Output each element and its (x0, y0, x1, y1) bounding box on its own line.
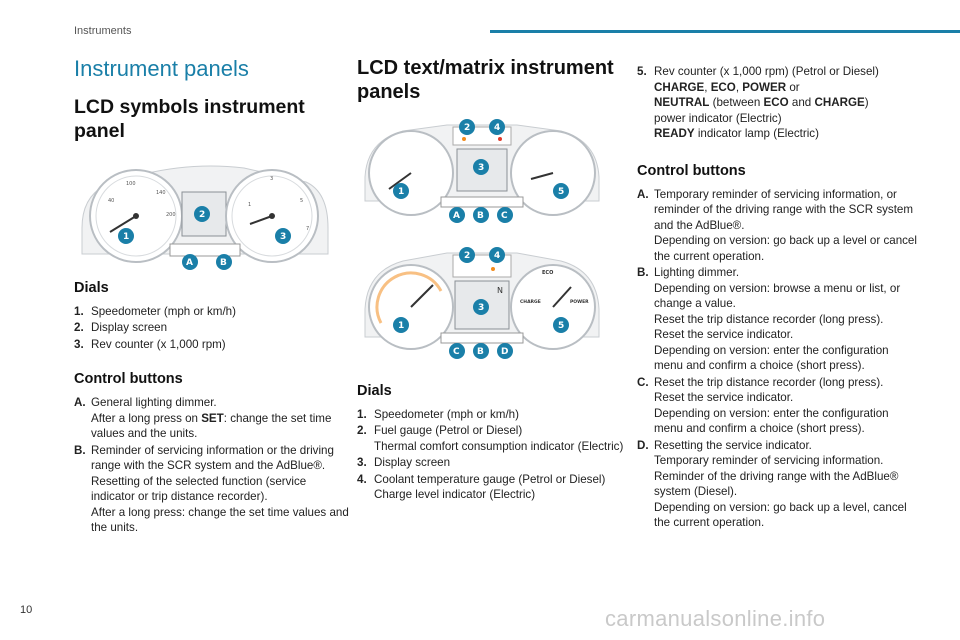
marker-2: 2 (464, 251, 470, 261)
control-button-strip (440, 332, 524, 344)
column-1: Instrument panels LCD symbols instrument… (74, 52, 349, 537)
list-item: 3.Display screen (357, 456, 451, 470)
list-item: B. Lighting dimmer. Depending on version… (637, 266, 901, 372)
list-item: 3.Rev counter (x 1,000 rpm) (74, 337, 226, 351)
marker-a: A (453, 211, 460, 221)
control-button-strip (169, 243, 241, 257)
marker-5: 5 (558, 187, 564, 197)
control-buttons-heading: Control buttons (74, 371, 183, 388)
svg-text:5: 5 (300, 198, 303, 204)
eco-label: ECO (542, 270, 553, 276)
list-item: 1.Speedometer (mph or km/h) (74, 304, 236, 318)
gear-indicator: N (497, 286, 503, 295)
marker-b: B (477, 347, 484, 357)
marker-1: 1 (398, 321, 404, 331)
marker-2: 2 (199, 210, 205, 220)
svg-text:140: 140 (156, 190, 166, 196)
marker-3: 3 (280, 232, 286, 242)
list-item: 1.Speedometer (mph or km/h) (357, 407, 519, 421)
svg-text:1: 1 (248, 202, 251, 208)
list-item: B. Reminder of servicing information or … (74, 443, 349, 535)
control-buttons-list: A. Temporary reminder of servicing infor… (637, 187, 917, 531)
dials-list: 1.Speedometer (mph or km/h) 2.Display sc… (74, 304, 349, 353)
column-3: 5. Rev counter (x 1,000 rpm) (Petrol or … (637, 64, 917, 532)
list-item: A. Temporary reminder of servicing infor… (637, 187, 917, 263)
marker-c: C (453, 347, 460, 357)
dials-heading: Dials (74, 279, 109, 296)
speedometer-dial: 40 100 140 200 (89, 168, 183, 263)
list-item: 2.Fuel gauge (Petrol or Diesel)Thermal c… (357, 424, 624, 453)
control-buttons-list: A. General lighting dimmer. After a long… (74, 395, 349, 536)
marker-c: C (501, 211, 508, 221)
lcd-symbols-panel-figure: 40 100 140 200 1 3 5 7 1 2 3 A B (81, 165, 329, 270)
svg-text:40: 40 (108, 198, 114, 204)
marker-4: 4 (494, 251, 500, 261)
marker-b: B (220, 258, 227, 268)
list-item: D. Resetting the service indicator. Temp… (637, 438, 907, 530)
page-number: 10 (20, 604, 33, 616)
lcd-text-panel-figure: 1 2 3 4 5 A B C (364, 118, 600, 223)
header-rule (490, 30, 960, 33)
svg-text:100: 100 (126, 181, 136, 187)
dials-list: 1.Speedometer (mph or km/h) 2.Fuel gauge… (357, 407, 625, 503)
svg-text:200: 200 (166, 212, 176, 218)
marker-d: D (501, 347, 508, 357)
marker-3: 3 (478, 163, 484, 173)
control-button-strip (440, 196, 524, 208)
page-title: Instrument panels (74, 56, 249, 81)
charge-label: CHARGE (520, 299, 541, 305)
svg-text:3: 3 (270, 176, 273, 182)
dials-heading: Dials (357, 382, 392, 399)
section-label: Instruments (74, 25, 132, 37)
marker-5: 5 (558, 321, 564, 331)
marker-2: 2 (464, 123, 470, 133)
list-item: A. General lighting dimmer. After a long… (74, 396, 332, 441)
lcd-text-matrix-heading: LCD text/matrix instrument panels (357, 57, 614, 104)
marker-a: A (186, 258, 193, 268)
list-item: C. Reset the trip distance recorder (lon… (637, 375, 889, 436)
dial-5-list: 5. Rev counter (x 1,000 rpm) (Petrol or … (637, 64, 917, 142)
rev-counter-dial: 1 3 5 7 (225, 168, 319, 263)
marker-1: 1 (398, 187, 404, 197)
svg-text:7: 7 (306, 226, 309, 232)
marker-3: 3 (478, 303, 484, 313)
lcd-matrix-panel-figure: ECO CHARGE POWER N 1 2 3 4 5 C B D (364, 246, 600, 359)
column-2: LCD text/matrix instrument panels 1 2 3 … (357, 52, 625, 504)
marker-b: B (477, 211, 484, 221)
control-buttons-heading: Control buttons (637, 162, 746, 179)
marker-4: 4 (494, 123, 500, 133)
lcd-symbols-heading: LCD symbols instrument panel (74, 96, 305, 142)
power-label: POWER (570, 299, 589, 305)
watermark: carmanualsonline.info (605, 606, 826, 631)
list-item: 2.Display screen (74, 321, 168, 335)
marker-1: 1 (123, 232, 129, 242)
list-item: 4.Coolant temperature gauge (Petrol or D… (357, 472, 606, 502)
list-item: 5. Rev counter (x 1,000 rpm) (Petrol or … (637, 65, 879, 140)
